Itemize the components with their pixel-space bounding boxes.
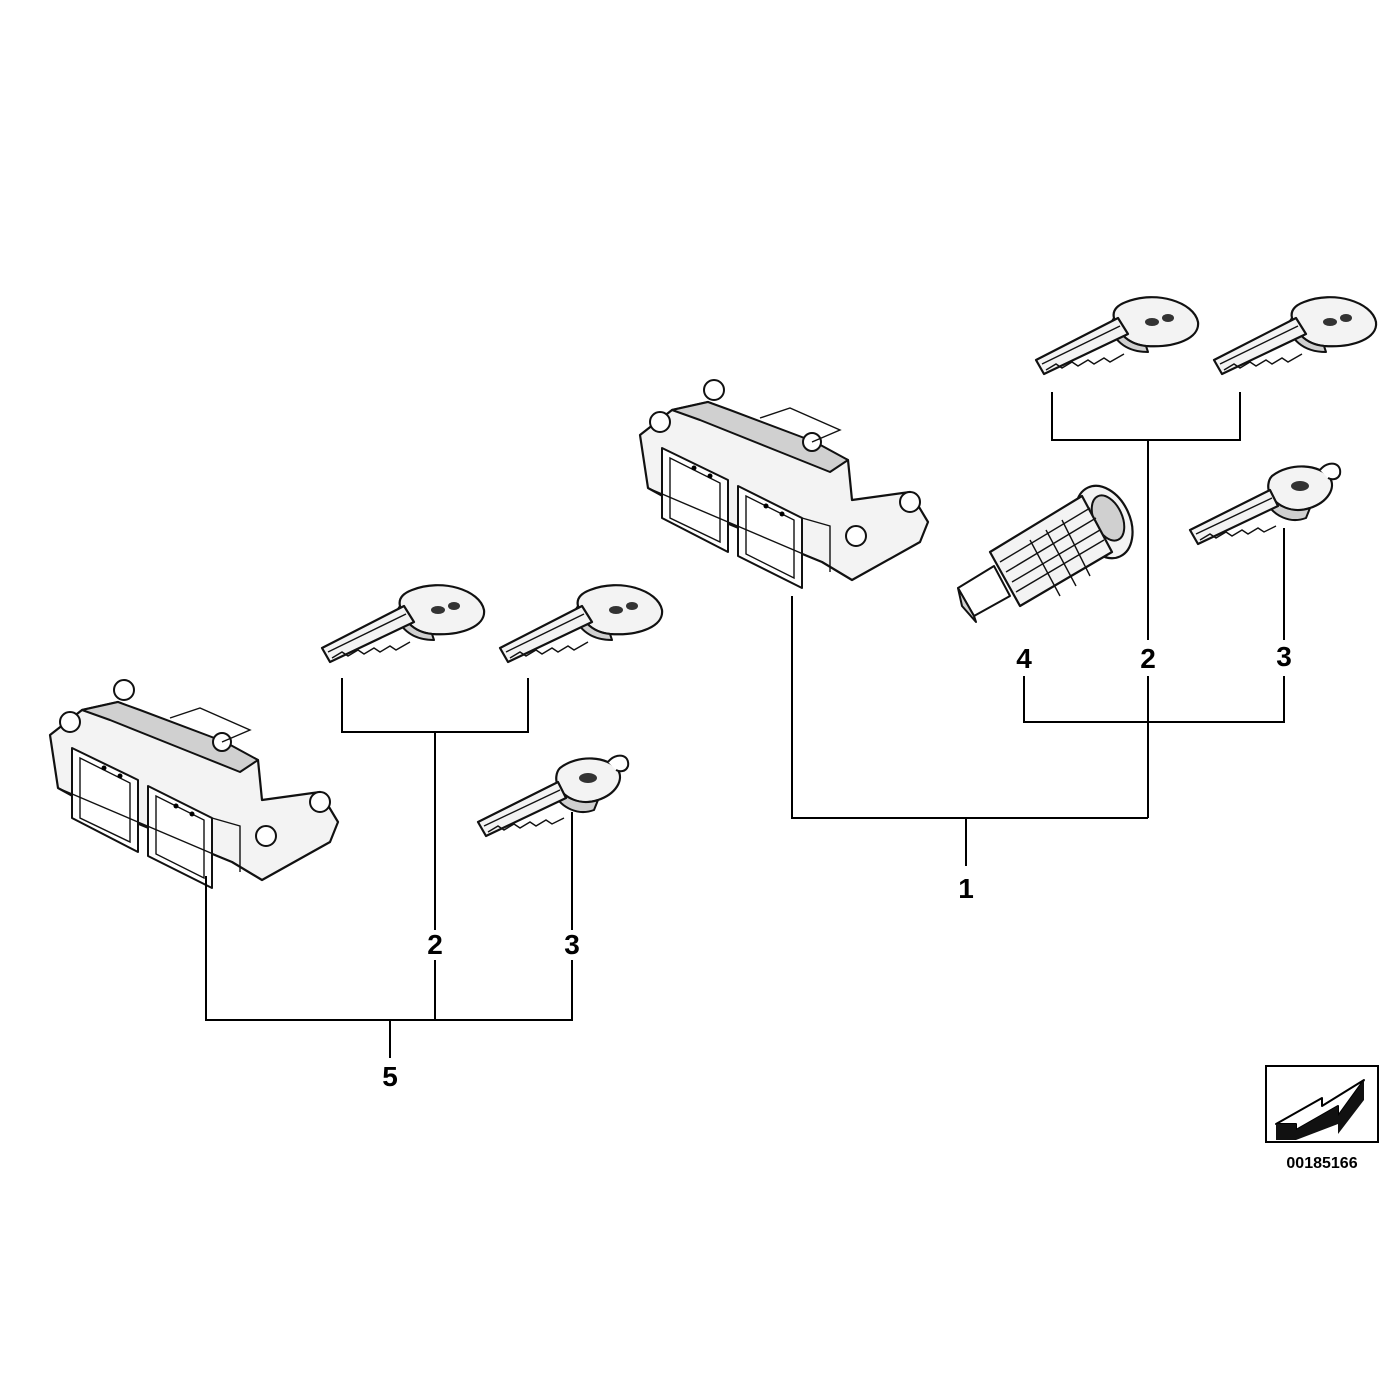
- leader-lines-right: [791, 392, 1285, 866]
- key-left-1: [320, 584, 486, 664]
- control-unit-left: [48, 678, 340, 890]
- control-unit-right: [638, 378, 930, 590]
- leader-lines-left: [205, 678, 573, 1058]
- diagram-code: 00185166: [1286, 1155, 1357, 1172]
- direction-arrow-icon: [1265, 1065, 1379, 1143]
- callout-right-lock-cylinder: 4: [1016, 643, 1032, 674]
- spare-key-right: [1188, 462, 1342, 546]
- callout-right-set: 1: [958, 873, 974, 904]
- key-left-2: [498, 584, 664, 664]
- key-right-2: [1212, 296, 1378, 376]
- lock-cylinder: [957, 484, 1134, 623]
- spare-key-left: [476, 754, 630, 838]
- key-right-1: [1034, 296, 1200, 376]
- callout-left-spare-key: 3: [564, 929, 580, 960]
- callout-left-set: 5: [382, 1061, 398, 1092]
- callout-left-keys: 2: [427, 929, 443, 960]
- callout-right-spare-key: 3: [1276, 641, 1292, 672]
- callout-right-keys: 2: [1140, 643, 1156, 674]
